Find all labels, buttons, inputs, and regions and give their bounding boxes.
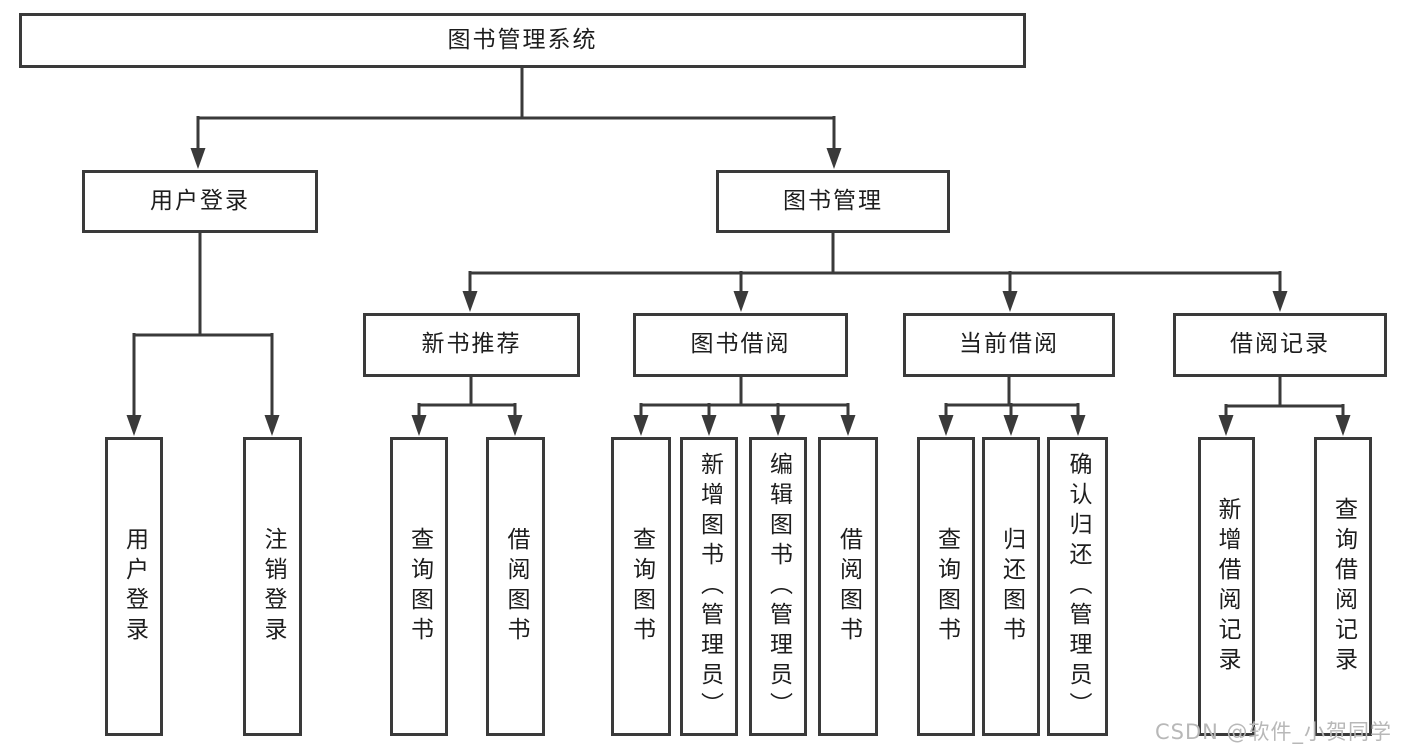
leaf-bb-borrow-books-label: 借阅图书: [835, 526, 862, 647]
edge-root: [196, 68, 836, 150]
leaf-br-add-record: 新增借阅记录: [1198, 437, 1255, 736]
leaf-nb-query-books-label: 查询图书: [406, 526, 433, 647]
leaf-cb-query-books-label: 查询图书: [933, 526, 960, 647]
leaf-bb-edit-books: 编辑图书（管理员）: [749, 437, 807, 736]
arrow-to-user-login: [190, 148, 206, 169]
leaf-bb-borrow-books: 借阅图书: [818, 437, 878, 736]
arrow-to-leaf-cb-confirm: [1070, 415, 1086, 436]
arrow-to-book-mgmt: [826, 148, 842, 169]
leaf-cb-return-books-label: 归还图书: [998, 526, 1025, 647]
arrow-to-leaf-bb-borrow: [840, 415, 856, 436]
leaf-user-login-label: 用户登录: [121, 526, 148, 647]
node-book-mgmt-label: 图书管理: [783, 187, 883, 214]
arrow-to-leaf-br-add: [1218, 415, 1234, 436]
edge-lines: [132, 68, 1345, 418]
arrow-to-current-borrow: [1002, 291, 1018, 312]
leaf-br-query-record-label: 查询借阅记录: [1330, 496, 1357, 677]
edge-current-borrow: [944, 376, 1080, 418]
leaf-cb-confirm-return: 确认归还（管理员）: [1047, 437, 1108, 736]
node-root: 图书管理系统: [19, 13, 1026, 68]
node-book-borrow-label: 图书借阅: [690, 331, 791, 358]
leaf-br-add-record-label: 新增借阅记录: [1214, 496, 1240, 677]
leaf-cb-return-books: 归还图书: [982, 437, 1040, 736]
arrow-to-leaf-nb-query: [411, 415, 427, 436]
csdn-watermark: CSDN @软件_小贺同学: [1155, 720, 1393, 744]
leaf-bb-query-books: 查询图书: [611, 437, 671, 736]
leaf-logout: 注销登录: [243, 437, 302, 736]
leaf-br-query-record: 查询借阅记录: [1314, 437, 1372, 736]
edge-borrow-record: [1224, 376, 1345, 418]
arrow-to-leaf-nb-borrow: [507, 415, 523, 436]
leaf-bb-add-books-label: 新增图书（管理员）: [696, 451, 723, 722]
node-user-login: 用户登录: [82, 170, 318, 233]
arrow-to-leaf-cb-return: [1003, 415, 1019, 436]
arrow-to-book-borrow: [733, 291, 749, 312]
leaf-bb-query-books-label: 查询图书: [628, 526, 655, 647]
node-new-book-rec: 新书推荐: [363, 313, 580, 377]
arrowheads: [126, 148, 1351, 436]
arrow-to-leaf-br-query: [1335, 415, 1351, 436]
arrow-to-borrow-record: [1272, 291, 1288, 312]
edge-book-borrow: [639, 376, 850, 418]
leaf-bb-edit-books-label: 编辑图书（管理员）: [765, 451, 792, 722]
arrow-to-leaf-user-login: [126, 415, 142, 436]
node-borrow-record: 借阅记录: [1173, 313, 1387, 377]
arrow-to-leaf-logout: [264, 415, 280, 436]
edge-book-mgmt: [468, 233, 1282, 293]
node-book-mgmt: 图书管理: [716, 170, 950, 233]
leaf-nb-query-books: 查询图书: [390, 437, 448, 736]
node-current-borrow-label: 当前借阅: [959, 331, 1059, 358]
leaf-user-login: 用户登录: [105, 437, 163, 736]
leaf-logout-label: 注销登录: [260, 526, 286, 647]
node-new-book-rec-label: 新书推荐: [421, 331, 522, 358]
leaf-nb-borrow-books: 借阅图书: [486, 437, 545, 736]
arrow-to-leaf-cb-query: [938, 415, 954, 436]
node-book-borrow: 图书借阅: [633, 313, 848, 377]
arrow-to-new-book-rec: [462, 291, 478, 312]
node-root-label: 图书管理系统: [447, 26, 598, 53]
leaf-cb-confirm-return-label: 确认归还（管理员）: [1065, 451, 1091, 722]
leaf-bb-add-books: 新增图书（管理员）: [680, 437, 738, 736]
arrow-to-leaf-bb-edit: [770, 415, 786, 436]
leaf-cb-query-books: 查询图书: [917, 437, 975, 736]
node-user-login-label: 用户登录: [150, 187, 250, 214]
arrow-to-leaf-bb-add: [701, 415, 717, 436]
node-borrow-record-label: 借阅记录: [1230, 331, 1330, 358]
edge-user-login: [132, 233, 274, 417]
arrow-to-leaf-bb-query: [633, 415, 649, 436]
edge-new-book-rec: [417, 376, 517, 418]
leaf-nb-borrow-books-label: 借阅图书: [503, 526, 529, 647]
node-current-borrow: 当前借阅: [903, 313, 1115, 377]
